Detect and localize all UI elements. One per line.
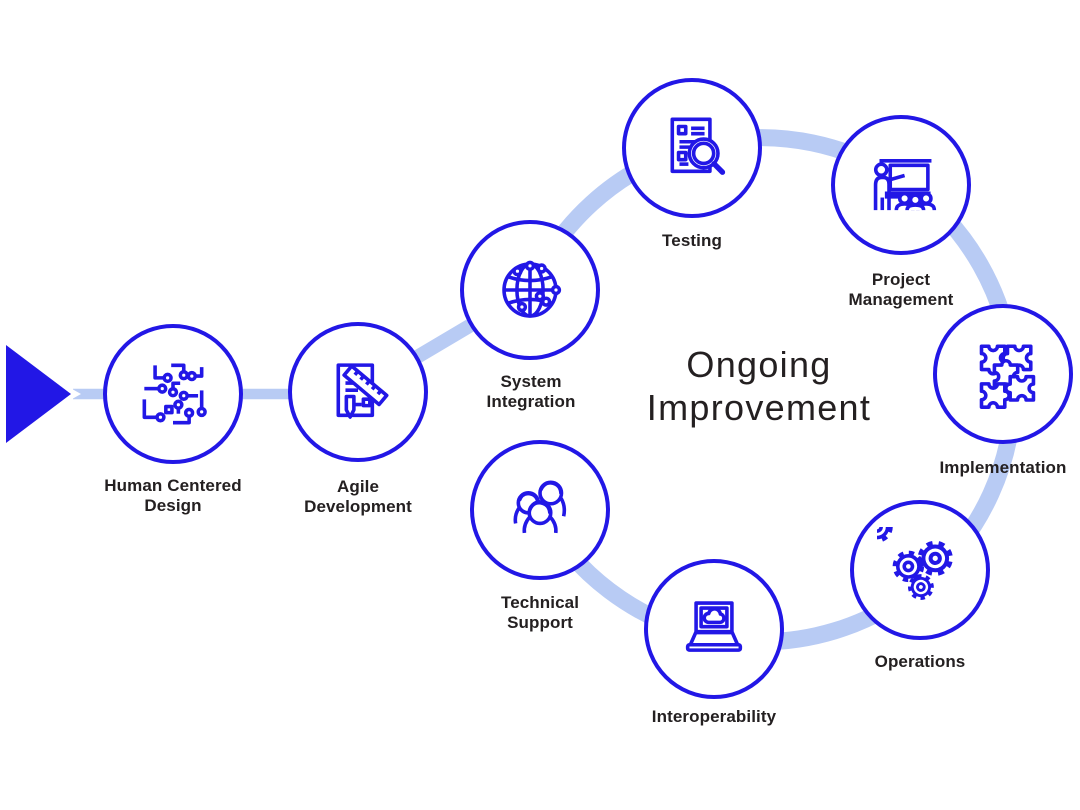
node-label-project-management: Project Management xyxy=(848,270,954,309)
diagram-title: Ongoing Improvement xyxy=(594,343,924,429)
presenter-whiteboard-icon xyxy=(873,159,937,211)
node-label-implementation: Implementation xyxy=(939,458,1067,477)
node-label-technical-support: Technical Support xyxy=(500,593,580,632)
node-label-interoperability: Interoperability xyxy=(651,707,777,726)
document-magnifier-icon xyxy=(670,117,726,175)
node-circle xyxy=(470,440,610,580)
node-technical-support xyxy=(470,440,610,580)
node-circle xyxy=(460,220,600,360)
node-circle xyxy=(622,78,762,218)
gears-icon xyxy=(877,527,963,613)
document-ruler-icon xyxy=(336,363,389,419)
node-system-integration xyxy=(460,220,600,360)
node-label-system-integration: System Integration xyxy=(486,372,576,411)
node-circle xyxy=(850,500,990,640)
node-project-management xyxy=(831,115,971,255)
title-line-2: Improvement xyxy=(646,387,872,428)
node-implementation xyxy=(933,304,1073,444)
node-circle xyxy=(288,322,428,462)
node-label-operations: Operations xyxy=(874,652,966,671)
node-label-testing: Testing xyxy=(662,231,722,250)
node-circle xyxy=(103,324,243,464)
laptop-cloud-icon xyxy=(685,601,743,652)
band-notch xyxy=(65,385,81,403)
node-circle xyxy=(831,115,971,255)
node-label-human-centered-design: Human Centered Design xyxy=(104,476,242,515)
circuit-icon xyxy=(142,363,207,425)
node-interoperability xyxy=(644,559,784,699)
node-operations xyxy=(850,500,990,640)
node-circle xyxy=(933,304,1073,444)
node-circle xyxy=(644,559,784,699)
globe-network-icon xyxy=(502,260,562,318)
team-icon xyxy=(513,480,567,534)
node-testing xyxy=(622,78,762,218)
node-human-centered-design xyxy=(103,324,243,464)
node-agile-development xyxy=(288,322,428,462)
puzzle-pieces-icon xyxy=(979,344,1036,409)
title-line-1: Ongoing xyxy=(686,344,832,385)
node-label-agile-development: Agile Development xyxy=(304,477,412,516)
start-arrow-icon xyxy=(6,345,71,443)
